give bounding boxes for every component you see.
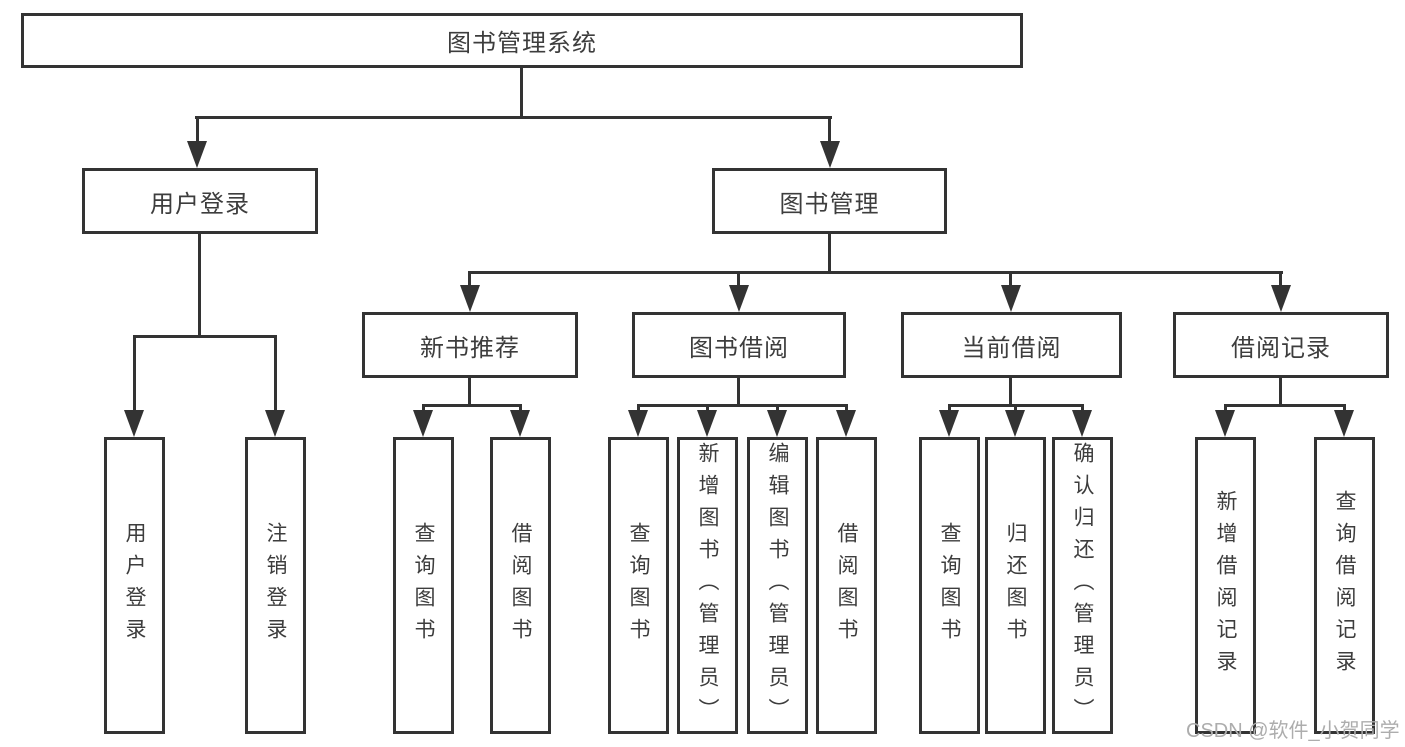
leaf-query-books-current: 查询图书 bbox=[919, 437, 980, 734]
arrow-down-icon bbox=[187, 141, 207, 168]
leaf-label: 用户登录 bbox=[123, 521, 146, 650]
arrow-down-icon bbox=[1334, 410, 1354, 437]
connector-line bbox=[1014, 406, 1017, 412]
node-book-borrowing: 图书借阅 bbox=[632, 312, 846, 378]
leaf-borrow-books: 借阅图书 bbox=[816, 437, 877, 734]
leaf-add-books-admin: 新增图书（管理员） bbox=[677, 437, 738, 734]
arrow-down-icon bbox=[939, 410, 959, 437]
node-label: 图书管理 bbox=[779, 190, 880, 218]
leaf-label: 新增借阅记录 bbox=[1214, 489, 1237, 682]
leaf-user-login: 用户登录 bbox=[104, 437, 165, 734]
arrow-down-icon bbox=[1072, 410, 1092, 437]
leaf-label: 查询图书 bbox=[627, 521, 650, 650]
connector-line bbox=[196, 118, 199, 142]
connector-line bbox=[133, 337, 136, 411]
node-label: 图书管理系统 bbox=[447, 30, 597, 57]
connector-line bbox=[1343, 406, 1346, 412]
connector-line bbox=[1224, 406, 1227, 412]
connector-line bbox=[422, 406, 425, 412]
leaf-confirm-return-admin: 确认归还（管理员） bbox=[1052, 437, 1113, 734]
node-label: 图书借阅 bbox=[689, 334, 789, 362]
connector-line bbox=[468, 378, 471, 406]
arrow-down-icon bbox=[820, 141, 840, 168]
arrow-down-icon bbox=[265, 410, 285, 437]
connector-line bbox=[1009, 273, 1012, 286]
connector-line bbox=[737, 378, 740, 406]
node-label: 当前借阅 bbox=[961, 334, 1062, 362]
node-label: 新书推荐 bbox=[420, 334, 520, 362]
leaf-label: 归还图书 bbox=[1004, 521, 1027, 650]
arrow-down-icon bbox=[767, 410, 787, 437]
leaf-label: 借阅图书 bbox=[509, 521, 532, 650]
leaf-logout: 注销登录 bbox=[245, 437, 306, 734]
connector-line bbox=[1009, 378, 1012, 406]
arrow-down-icon bbox=[836, 410, 856, 437]
connector-line bbox=[520, 68, 523, 118]
node-label: 借阅记录 bbox=[1231, 334, 1331, 362]
connector-line bbox=[776, 406, 779, 412]
node-label: 用户登录 bbox=[150, 190, 250, 218]
connector-line bbox=[519, 406, 522, 412]
arrow-down-icon bbox=[1271, 285, 1291, 312]
connector-line bbox=[1224, 404, 1346, 407]
connector-line bbox=[706, 406, 709, 412]
connector-line bbox=[274, 337, 277, 411]
leaf-query-books-borrow: 查询图书 bbox=[608, 437, 669, 734]
leaf-edit-books-admin: 编辑图书（管理员） bbox=[747, 437, 808, 734]
node-library-management-system: 图书管理系统 bbox=[21, 13, 1023, 68]
arrow-down-icon bbox=[697, 410, 717, 437]
arrow-down-icon bbox=[413, 410, 433, 437]
node-book-management: 图书管理 bbox=[712, 168, 947, 234]
leaf-label: 查询图书 bbox=[412, 521, 435, 650]
leaf-label: 新增图书（管理员） bbox=[696, 441, 719, 730]
arrow-down-icon bbox=[628, 410, 648, 437]
connector-line bbox=[468, 271, 1283, 274]
leaf-return-books: 归还图书 bbox=[985, 437, 1046, 734]
connector-line bbox=[468, 273, 471, 286]
leaf-label: 查询借阅记录 bbox=[1333, 489, 1356, 682]
leaf-label: 借阅图书 bbox=[835, 521, 858, 650]
connector-line bbox=[1279, 378, 1282, 406]
leaf-label: 查询图书 bbox=[938, 521, 961, 650]
arrow-down-icon bbox=[1215, 410, 1235, 437]
node-current-borrowing: 当前借阅 bbox=[901, 312, 1122, 378]
arrow-down-icon bbox=[460, 285, 480, 312]
connector-line bbox=[1279, 273, 1282, 286]
connector-line bbox=[828, 118, 831, 142]
connector-line bbox=[422, 404, 522, 407]
connector-line bbox=[1081, 406, 1084, 412]
arrow-down-icon bbox=[1001, 285, 1021, 312]
connector-line bbox=[948, 406, 951, 412]
arrow-down-icon bbox=[1005, 410, 1025, 437]
connector-line bbox=[198, 234, 201, 337]
leaf-query-borrow-record: 查询借阅记录 bbox=[1314, 437, 1375, 734]
connector-line bbox=[828, 234, 831, 273]
connector-line bbox=[737, 273, 740, 286]
connector-line bbox=[195, 116, 832, 119]
leaf-borrow-books-recommend: 借阅图书 bbox=[490, 437, 551, 734]
leaf-add-borrow-record: 新增借阅记录 bbox=[1195, 437, 1256, 734]
node-borrowing-records: 借阅记录 bbox=[1173, 312, 1389, 378]
arrow-down-icon bbox=[124, 410, 144, 437]
watermark: CSDN @软件_小贺同学 bbox=[1186, 720, 1400, 742]
connector-line bbox=[637, 406, 640, 412]
connector-line bbox=[948, 404, 1084, 407]
connector-line bbox=[133, 335, 277, 338]
leaf-label: 注销登录 bbox=[264, 521, 287, 650]
connector-line bbox=[845, 406, 848, 412]
node-user-login: 用户登录 bbox=[82, 168, 318, 234]
leaf-query-books-recommend: 查询图书 bbox=[393, 437, 454, 734]
node-new-book-recommendation: 新书推荐 bbox=[362, 312, 578, 378]
arrow-down-icon bbox=[729, 285, 749, 312]
leaf-label: 确认归还（管理员） bbox=[1071, 441, 1094, 730]
arrow-down-icon bbox=[510, 410, 530, 437]
connector-line bbox=[637, 404, 848, 407]
leaf-label: 编辑图书（管理员） bbox=[766, 441, 789, 730]
